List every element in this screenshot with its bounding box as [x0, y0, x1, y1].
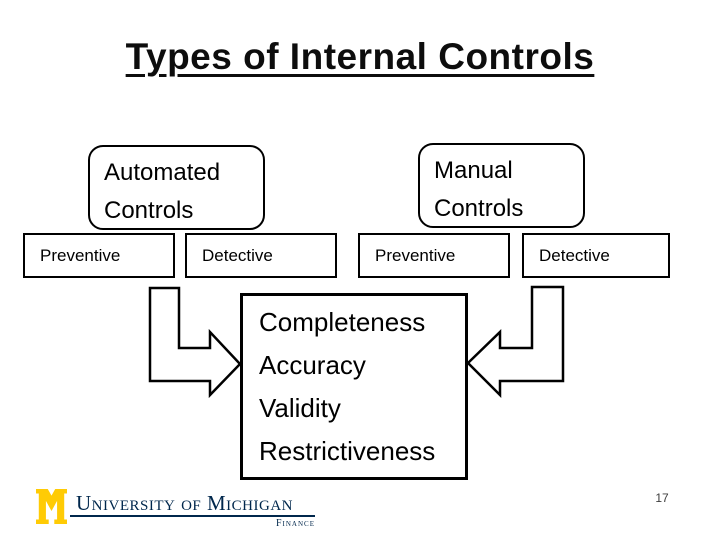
block-m-icon — [36, 489, 67, 524]
automated-controls-line1: Automated — [104, 159, 221, 186]
automated-preventive-label: Preventive — [40, 245, 121, 265]
automated-detective-label: Detective — [202, 245, 273, 265]
manual-detective-box: Detective — [522, 233, 670, 278]
slide-title: Types of Internal Controls — [125, 36, 595, 77]
objective-validity: Validity — [259, 393, 341, 423]
objective-completeness: Completeness — [259, 307, 426, 337]
objective-accuracy: Accuracy — [259, 350, 366, 380]
manual-preventive-box: Preventive — [358, 233, 510, 278]
bent-arrow-right-icon — [466, 285, 565, 399]
objective-restrictiveness: Restrictiveness — [259, 436, 436, 466]
logo-wordmark: University of Michigan — [70, 492, 315, 517]
logo-text-block: University of Michigan Finance — [70, 492, 315, 529]
manual-preventive-label: Preventive — [375, 245, 456, 265]
automated-controls-box: Automated Controls — [88, 145, 265, 230]
manual-controls-box: Manual Controls — [418, 143, 585, 228]
bent-arrow-left-icon — [148, 286, 242, 399]
automated-preventive-box: Preventive — [23, 233, 175, 278]
control-objectives-box: Completeness Accuracy Validity Restricti… — [240, 293, 468, 480]
manual-controls-line2: Controls — [434, 195, 524, 222]
manual-controls-line1: Manual — [434, 157, 513, 184]
manual-detective-label: Detective — [539, 245, 610, 265]
automated-controls-line2: Controls — [104, 197, 194, 224]
page-number: 17 — [655, 491, 669, 505]
automated-detective-box: Detective — [185, 233, 337, 278]
logo-finance-label: Finance — [275, 518, 315, 529]
